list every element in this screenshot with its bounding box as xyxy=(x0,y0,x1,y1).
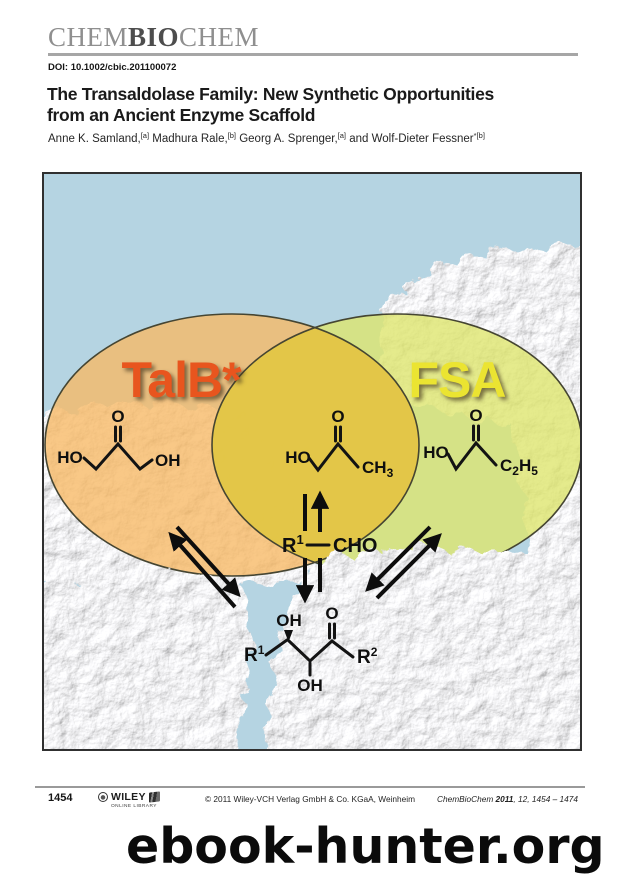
hb-c2h5-label: C2H5 xyxy=(500,456,538,478)
citation-journal: ChemBioChem xyxy=(436,794,494,804)
protein-blob-bottom-left xyxy=(44,571,252,749)
dha-o-label: O xyxy=(111,407,124,426)
acceptor-cho-label: CHO xyxy=(333,535,377,557)
author-2-affiliation: [b] xyxy=(227,131,237,140)
molecule-hydroxybutanone: HO O C2H5 xyxy=(423,406,538,478)
citation-year: 2011 xyxy=(493,794,514,804)
right-up-arrow xyxy=(375,533,442,600)
hb-o-label: O xyxy=(469,406,482,425)
figure-canvas: TalB* FSA HO O OH HO O CH3 xyxy=(44,174,580,749)
talb-label: TalB* xyxy=(121,352,242,408)
ha-ch3-label: CH3 xyxy=(362,458,394,480)
product-oh-top-label: OH xyxy=(276,611,302,630)
protein-blob-bottom-right xyxy=(263,546,580,749)
header-rule xyxy=(48,53,578,56)
right-equilibrium-arrows xyxy=(365,525,442,600)
copyright-line: © 2011 Wiley-VCH Verlag GmbH & Co. KGaA,… xyxy=(204,794,416,804)
product-r2-label: R2 xyxy=(357,645,378,668)
protein-blob-island xyxy=(282,699,330,745)
journal-logo-chem2: CHEM xyxy=(179,22,260,52)
dha-ho-label: HO xyxy=(57,448,83,467)
wiley-online-library-label: ONLINE LIBRARY xyxy=(111,804,157,809)
citation-line: ChemBioChem 2011, 12, 1454 – 1474 xyxy=(437,794,578,804)
journal-logo-chem1: CHEM xyxy=(48,22,129,52)
molecule-hydroxyacetone: HO O CH3 xyxy=(285,407,393,480)
journal-logo: CHEMBIOCHEM xyxy=(48,22,259,53)
ha-o-label: O xyxy=(331,407,344,426)
left-equilibrium-arrows xyxy=(168,525,241,609)
acceptor-r1-label: R1 xyxy=(282,532,304,557)
acceptor-aldehyde: R1 CHO xyxy=(282,490,377,604)
wiley-wordmark: WILEY xyxy=(111,791,146,803)
right-down-arrow xyxy=(365,525,432,592)
fsa-label: FSA xyxy=(409,352,506,408)
author-line: Anne K. Samland,[a] Madhura Rale,[b] Geo… xyxy=(48,131,485,145)
product-r1-label: R1 xyxy=(244,643,265,666)
footer-rule xyxy=(35,786,585,788)
ha-ho-label: HO xyxy=(285,448,311,467)
hb-ho-label: HO xyxy=(423,443,449,462)
wiley-logo: WILEY ONLINE LIBRARY xyxy=(98,791,160,809)
venn-left-outline xyxy=(44,313,420,577)
ebook-watermark: ebook-hunter.org xyxy=(126,818,605,875)
wedge-bond xyxy=(284,630,293,642)
citation-pages: , 12, 1454 – 1474 xyxy=(513,794,578,804)
product-oh-bottom-label: OH xyxy=(297,676,323,695)
journal-logo-bio: BIO xyxy=(128,22,180,52)
doi-line: DOI: 10.1002/cbic.201100072 xyxy=(48,62,177,73)
dha-oh-label: OH xyxy=(155,451,181,470)
article-title-line1: The Transaldolase Family: New Synthetic … xyxy=(47,84,494,104)
author-3: Georg A. Sprenger, xyxy=(236,133,338,145)
wiley-colophon-icon xyxy=(98,792,108,802)
left-down-arrow xyxy=(175,525,241,598)
article-title-line2: from an Ancient Enzyme Scaffold xyxy=(47,105,316,125)
author-2: Madhura Rale, xyxy=(149,133,228,145)
molecule-dihydroxyacetone: HO O OH xyxy=(57,407,181,472)
product-o-label: O xyxy=(325,604,338,623)
page-number: 1454 xyxy=(48,792,73,804)
author-4-affiliation: *[b] xyxy=(473,131,485,140)
author-3-affiliation: [a] xyxy=(337,131,347,140)
graphical-abstract: TalB* FSA HO O OH HO O CH3 xyxy=(42,172,582,751)
author-1: Anne K. Samland, xyxy=(48,133,141,145)
author-4: and Wolf-Dieter Fessner xyxy=(346,133,474,145)
author-1-affiliation: [a] xyxy=(140,131,150,140)
molecule-aldol-product: R1 OH OH O R2 xyxy=(244,604,378,695)
